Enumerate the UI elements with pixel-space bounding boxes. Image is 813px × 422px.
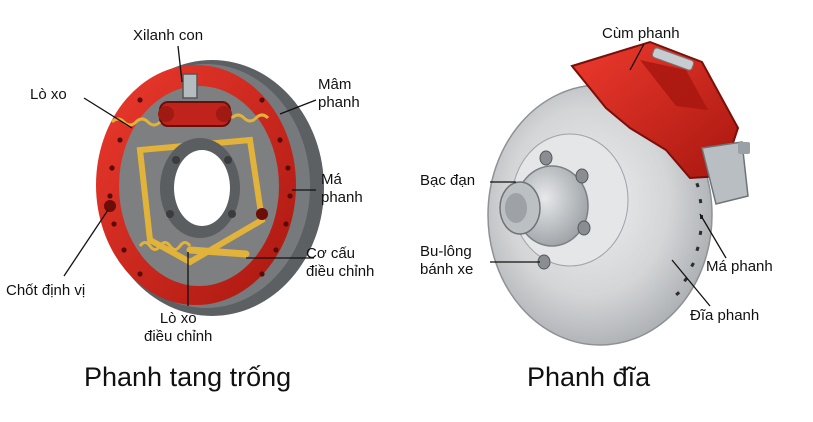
hold-down-pin xyxy=(104,200,116,212)
top-spring xyxy=(110,117,162,127)
brake-pad xyxy=(701,141,749,205)
label-ma-phanh-drum-line1: Má xyxy=(321,171,342,188)
label-dia-phanh: Đĩa phanh xyxy=(690,307,760,324)
label-ma-phanh-drum: Má phanh xyxy=(321,171,363,207)
disc-brake-illustration xyxy=(487,40,750,346)
shoe-rivets xyxy=(107,97,293,277)
label-co-cau-line1: Cơ cấu xyxy=(306,245,356,262)
label-mam-phanh-line2: phanh xyxy=(318,94,360,111)
disc-leader-lines xyxy=(490,43,727,307)
label-bu-long-line2: bánh xe xyxy=(420,261,474,278)
label-mam-phanh: Mâm phanh xyxy=(318,76,360,112)
caption-disc-brake: Phanh đĩa xyxy=(527,362,651,392)
hub-bolts xyxy=(166,156,236,218)
label-chot-dinh-vi: Chốt định vị xyxy=(6,282,86,299)
label-lo-xo-dc-line2: điều chỉnh xyxy=(144,328,213,345)
label-cum-phanh: Cùm phanh xyxy=(602,25,680,42)
label-co-cau-line2: điều chỉnh xyxy=(306,263,375,280)
label-bac-dan: Bạc đạn xyxy=(420,172,476,189)
drum-leader-lines xyxy=(63,45,317,306)
drum-brake-illustration xyxy=(96,60,324,316)
label-bu-long-line1: Bu-lông xyxy=(420,243,472,260)
label-xilanh-con: Xilanh con xyxy=(133,27,204,44)
label-ma-phanh-drum-line2: phanh xyxy=(321,189,363,206)
label-lo-xo-dc-line1: Lò xo xyxy=(159,310,197,327)
adjuster-frame xyxy=(136,136,266,266)
label-mam-phanh-line1: Mâm xyxy=(318,76,352,93)
label-co-cau-dieu-chinh: Cơ cấu điều chỉnh xyxy=(306,245,374,281)
label-ma-phanh-disc: Má phanh xyxy=(706,258,773,275)
label-bu-long-banh-xe: Bu-lông bánh xe xyxy=(420,243,473,279)
caption-drum-brake: Phanh tang trống xyxy=(84,362,292,392)
label-lo-xo: Lò xo xyxy=(30,86,67,103)
brake-caliper xyxy=(570,40,740,180)
label-lo-xo-dieu-chinh: Lò xo điều chỉnh xyxy=(144,310,212,346)
adjuster-screw xyxy=(186,246,250,258)
wheel-bolts xyxy=(537,150,591,270)
adjuster-spring xyxy=(138,241,192,251)
